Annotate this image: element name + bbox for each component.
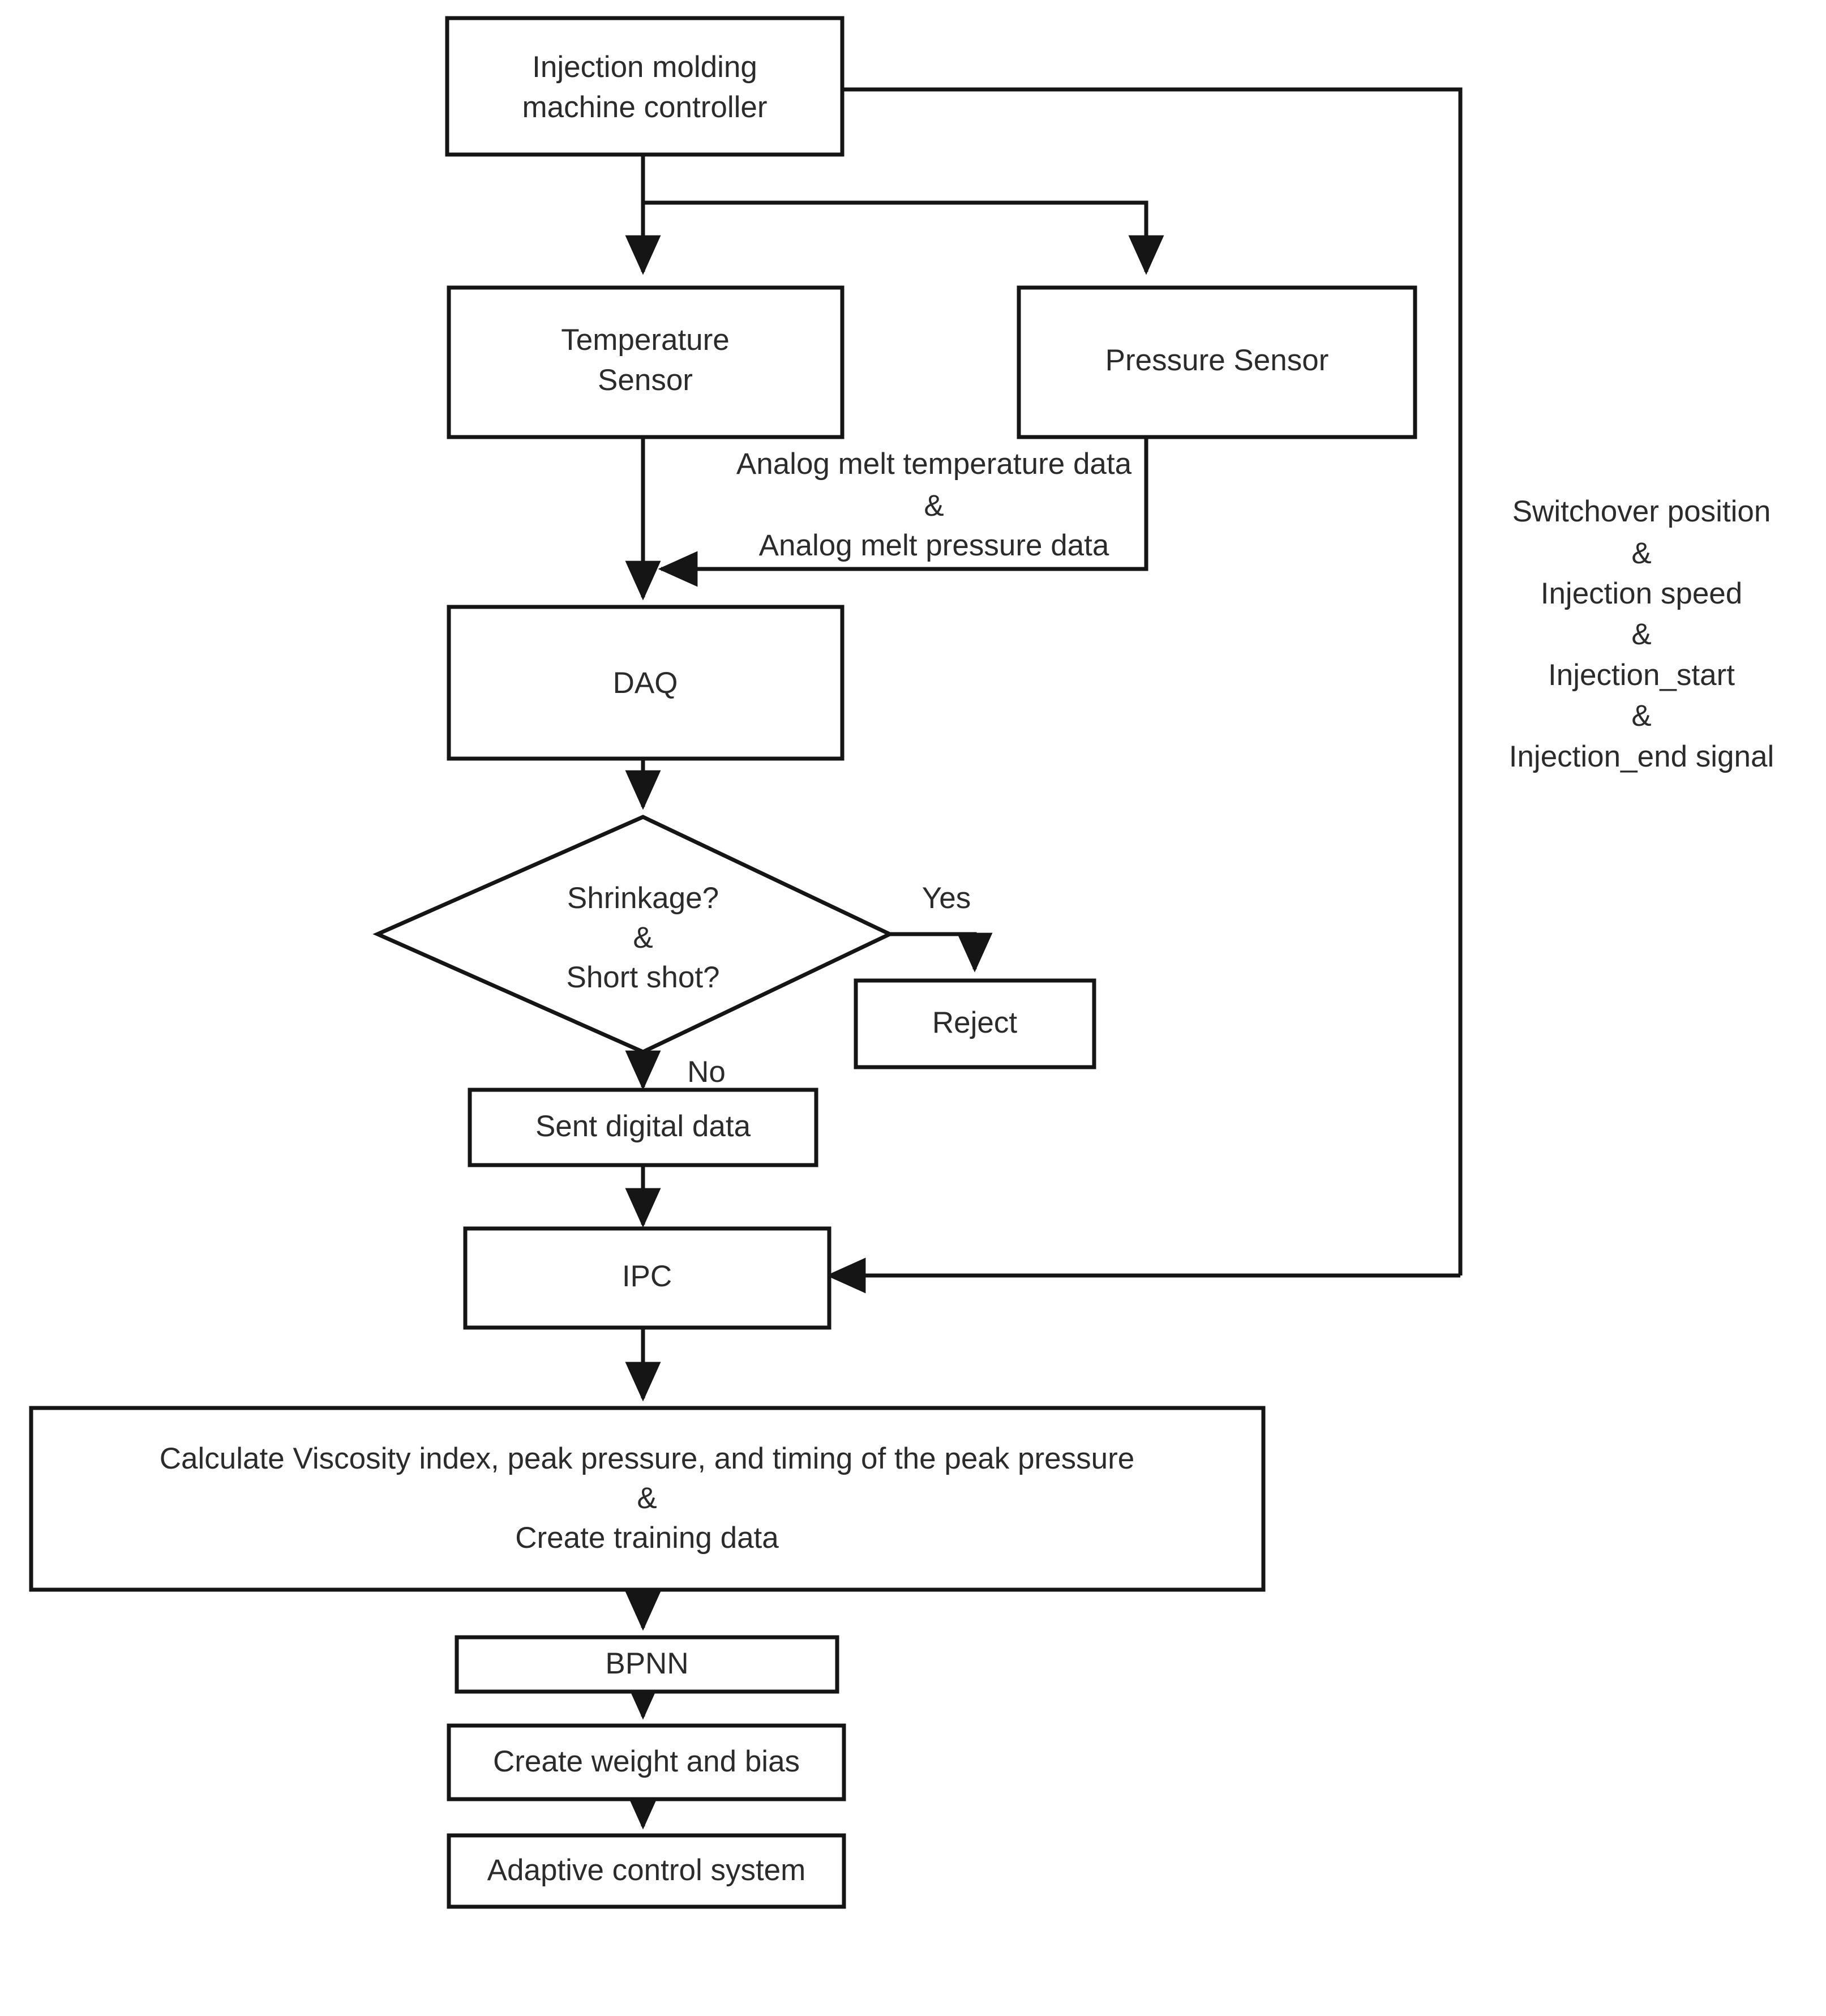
decision-label-line1: Shrinkage? [567,881,719,915]
decision-diamond[interactable] [372,815,895,1054]
temperature-sensor-label-line1: Temperature [561,323,730,357]
analog-data-line2: & [924,489,944,523]
side-annotation-line6: & [1631,699,1651,733]
node-adaptive-control-system[interactable]: Adaptive control system [447,1833,846,1909]
ipc-label: IPC [622,1260,672,1293]
node-daq[interactable]: DAQ [447,605,845,761]
node-ipc[interactable]: IPC [463,1226,831,1330]
adaptive-control-box[interactable] [447,1833,846,1909]
decision-label-line2: & [633,921,653,955]
weight-bias-label: Create weight and bias [493,1745,800,1778]
node-reject[interactable]: Reject [854,978,1096,1069]
bpnn-label: BPNN [605,1647,688,1680]
node-decision-shrinkage-short-shot[interactable]: Shrinkage? & Short shot? [372,815,895,1054]
edge-label-no: No [687,1055,726,1089]
node-sent-digital-data[interactable]: Sent digital data [468,1088,818,1167]
controller-box[interactable] [445,16,845,157]
calculate-label-line2: & [637,1482,657,1515]
calculate-box[interactable] [29,1406,1266,1592]
edge-pressure-sensor-to-daq [658,437,1148,587]
controller-label-line2: machine controller [522,91,767,124]
daq-label: DAQ [613,666,678,700]
edge-controller-to-ipc [842,87,1463,1275]
edge-label-yes: Yes [922,881,971,915]
calculate-label-line3: Create training data [515,1521,779,1555]
ipc-box[interactable] [463,1226,831,1330]
pressure-sensor-label: Pressure Sensor [1105,344,1329,377]
pressure-sensor-box[interactable] [1017,285,1417,439]
analog-data-line1: Analog melt temperature data [736,447,1132,481]
decision-label-line3: Short shot? [566,961,719,994]
bpnn-box[interactable] [455,1635,839,1694]
reject-label: Reject [932,1006,1018,1039]
node-pressure-sensor[interactable]: Pressure Sensor [1017,285,1417,439]
side-annotation-signals: Switchover position & Injection speed & … [1509,495,1774,773]
node-bpnn[interactable]: BPNN [455,1635,839,1694]
node-calculate-viscosity-index[interactable]: Calculate Viscosity index, peak pressure… [29,1406,1266,1592]
side-annotation-line5: Injection_start [1548,658,1735,692]
side-annotation-line2: & [1631,537,1651,570]
side-annotation-line7: Injection_end signal [1509,740,1774,773]
edge-label-analog-data: Analog melt temperature data & Analog me… [736,447,1132,562]
adaptive-control-label: Adaptive control system [487,1854,806,1887]
node-temperature-sensor[interactable]: Temperature Sensor [447,285,845,439]
temperature-sensor-box[interactable] [447,285,845,439]
calculate-label-line1: Calculate Viscosity index, peak pressure… [160,1442,1134,1475]
temperature-sensor-label-line2: Sensor [598,363,693,397]
sent-digital-data-label: Sent digital data [535,1110,751,1143]
side-annotation-line4: & [1631,618,1651,651]
controller-label-line1: Injection molding [532,50,757,84]
side-annotation-line1: Switchover position [1512,495,1771,528]
node-injection-molding-machine-controller[interactable]: Injection molding machine controller [445,16,845,157]
sent-digital-data-box[interactable] [468,1088,818,1167]
node-create-weight-and-bias[interactable]: Create weight and bias [447,1723,846,1801]
side-annotation-line3: Injection speed [1541,577,1743,610]
analog-data-line3: Analog melt pressure data [759,529,1109,562]
reject-box[interactable] [854,978,1096,1069]
daq-box[interactable] [447,605,845,761]
edge-controller-to-pressure-sensor [641,155,1164,275]
weight-bias-box[interactable] [447,1723,846,1801]
